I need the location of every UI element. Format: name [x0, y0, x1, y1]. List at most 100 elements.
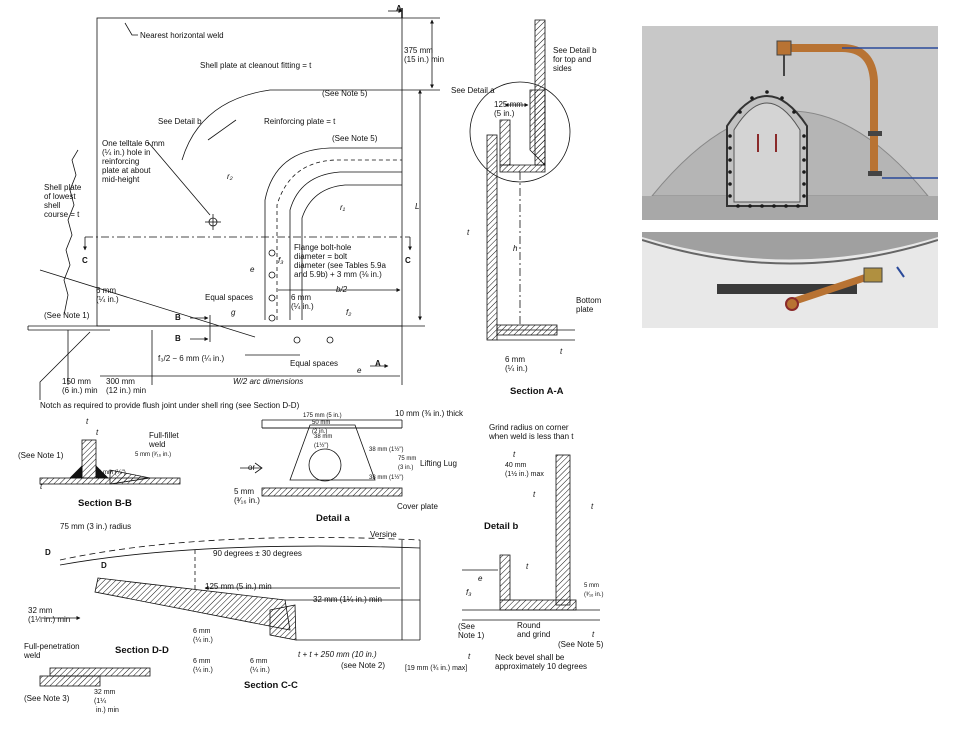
dim-38a: 38 mm (1½") [314, 434, 333, 449]
see-note1-label: (See Note 1) [44, 311, 90, 320]
tb-b-label: t [40, 482, 43, 491]
dim-6mm-c3: 6 mm (¼ in.) [250, 658, 270, 674]
full-pen-label: Full-penetration weld [24, 642, 80, 660]
dim-5mm-a: 5 mm (³⁄₁₆ in.) [234, 487, 260, 505]
detail-a-caption: Detail a [316, 513, 350, 524]
see-detail-b-label: See Detail b [158, 117, 202, 126]
section-dd-caption: Section D-D [115, 645, 169, 656]
dim-175: 175 mm (5 in.) [303, 413, 342, 419]
see-note5-b: (See Note 5) [332, 134, 378, 143]
radius-75-label: 75 mm (3 in.) radius [60, 522, 132, 531]
bottom-plate-label: Bottom plate [576, 296, 602, 314]
thick-10-label: 10 mm (⅜ in.) thick [395, 409, 464, 418]
td-b2-label: t [533, 490, 536, 499]
tb-c-label: t [468, 652, 471, 661]
see-note5-c-label: (See Note 5) [558, 640, 604, 649]
shell-plate-cleanout-label: Shell plate at cleanout fitting = t [200, 61, 312, 70]
tank-door-illustration [642, 26, 938, 220]
r2-label: r₂ [227, 172, 233, 181]
flange-bolt-label: Flange bolt-hole diameter = bolt diamete… [294, 243, 386, 279]
section-b-lower: B [175, 334, 181, 343]
dim-6mm-b: 6 mm (¼") [98, 470, 126, 476]
dim-5mm-b: 5 mm (³⁄₁₆ in.) [135, 452, 172, 458]
dim-6mm-left: 6 mm (¼ in.) [96, 286, 119, 304]
td-b3-label: t [591, 502, 594, 511]
dim-38c: 38 mm (1½") [369, 475, 404, 481]
w2-arc-label: W/2 arc dimensions [233, 377, 304, 386]
detail-b-caption: Detail b [484, 521, 519, 532]
see-note3-label: (See Note 3) [24, 694, 70, 703]
g-label: g [231, 308, 236, 317]
tb-a-label: t [560, 347, 563, 356]
section-c-right: C [405, 256, 411, 265]
cover-plate-label: Cover plate [397, 502, 438, 511]
versine-label: Versine [370, 530, 397, 539]
section-a-bottom-marker: A [375, 359, 381, 368]
dim-125: 125 mm (5 in.) [494, 100, 523, 118]
dim-6mm-c1: 6 mm (¼ in.) [193, 628, 213, 644]
dim-5mm-c: 5 mm (³⁄₁₆ in.) [584, 583, 604, 598]
section-bb-caption: Section B-B [78, 498, 132, 509]
h-label: h [513, 244, 518, 253]
tank-bottom-illustration [642, 232, 938, 328]
dim-6mm-mid: 6 mm (¼ in.) [291, 293, 314, 311]
f2-label: f₂ [346, 308, 352, 317]
shell-plate-section [486, 134, 498, 341]
section-b-upper: B [175, 313, 181, 322]
grind-radius-label: Grind radius on corner when weld is less… [489, 423, 574, 441]
td-c-label: t [592, 630, 595, 639]
equal-spaces-2-label: Equal spaces [290, 359, 339, 368]
b2-label: b/2 [336, 285, 348, 294]
td-b-label: t [513, 450, 516, 459]
section-d-right: D [101, 561, 107, 570]
lifting-lug-label: Lifting Lug [420, 459, 457, 468]
reinforcing-plate-label: Reinforcing plate = t [264, 117, 336, 126]
see-note1-c-label: (See Note 1) [458, 622, 485, 640]
see-detail-a-label: See Detail a [451, 86, 495, 95]
dim-32b: 32 mm (1¼ in.) min [28, 606, 71, 624]
tank-bottom-photo [642, 232, 938, 328]
notch-label: Notch as required to provide flush joint… [40, 401, 300, 410]
dim-150: 150 mm (6 in.) min [62, 377, 98, 395]
dim-32c: 32 mm (1¼ in.) min [94, 689, 119, 714]
telltale-label: One telltale 6 mm (¼ in.) hole in reinfo… [102, 139, 165, 184]
section-c-left: C [82, 256, 88, 265]
r1-label: r₁ [340, 203, 346, 212]
dim-75: 75 mm (3 in.) [398, 456, 417, 471]
see-detail-b-top-label: See Detail b for top and sides [553, 46, 597, 73]
section-a-top-marker: A [396, 4, 402, 13]
reinforcing-outline [264, 147, 402, 320]
round-grind-label: Round and grind [517, 621, 551, 639]
dim-40: 40 mm (1½ in.) max [505, 462, 544, 478]
see-note2-label: (see Note 2) [341, 661, 386, 670]
full-fillet-label: Full-fillet weld [149, 431, 179, 449]
dim-50: 50 mm (2 in.) [312, 420, 331, 435]
dim-6mm-c2: 6 mm (¼ in.) [193, 658, 213, 674]
f3-half-label: f₃/2 − 6 mm (¼ in.) [158, 354, 225, 363]
dim-375: 375 mm (15 in.) min [404, 46, 445, 64]
e-bottom-label: e [357, 366, 362, 375]
td1-label: t [86, 417, 89, 426]
f3-label: f₃ [278, 256, 284, 265]
L-label: L [415, 202, 420, 211]
e-top-label: e [250, 265, 255, 274]
section-aa-caption: Section A-A [510, 386, 564, 397]
dim-300: 300 mm (12 in.) min [106, 377, 147, 395]
e-b-label: e [478, 574, 483, 583]
section-cc-caption: Section C-C [244, 680, 298, 691]
tc-label: t [467, 228, 470, 237]
nearest-weld-label: Nearest horizontal weld [140, 31, 224, 40]
or-label: or [248, 463, 256, 472]
dim-6mm-a: 6 mm (¼ in.) [505, 355, 528, 373]
equal-spaces-label: Equal spaces [205, 293, 254, 302]
neck-bevel-label: Neck bevel shall be approximately 10 deg… [495, 653, 588, 671]
see-note1-b-label: (See Note 1) [18, 451, 64, 460]
tank-door-photo [642, 26, 938, 220]
td-tt-label: t + t + 250 mm (10 in.) [298, 650, 377, 659]
see-note5-a: (See Note 5) [322, 89, 368, 98]
section-d-left: D [45, 548, 51, 557]
tc-b-label: t [526, 562, 529, 571]
dim-125b: 125 mm (5 in.) min [205, 582, 272, 591]
